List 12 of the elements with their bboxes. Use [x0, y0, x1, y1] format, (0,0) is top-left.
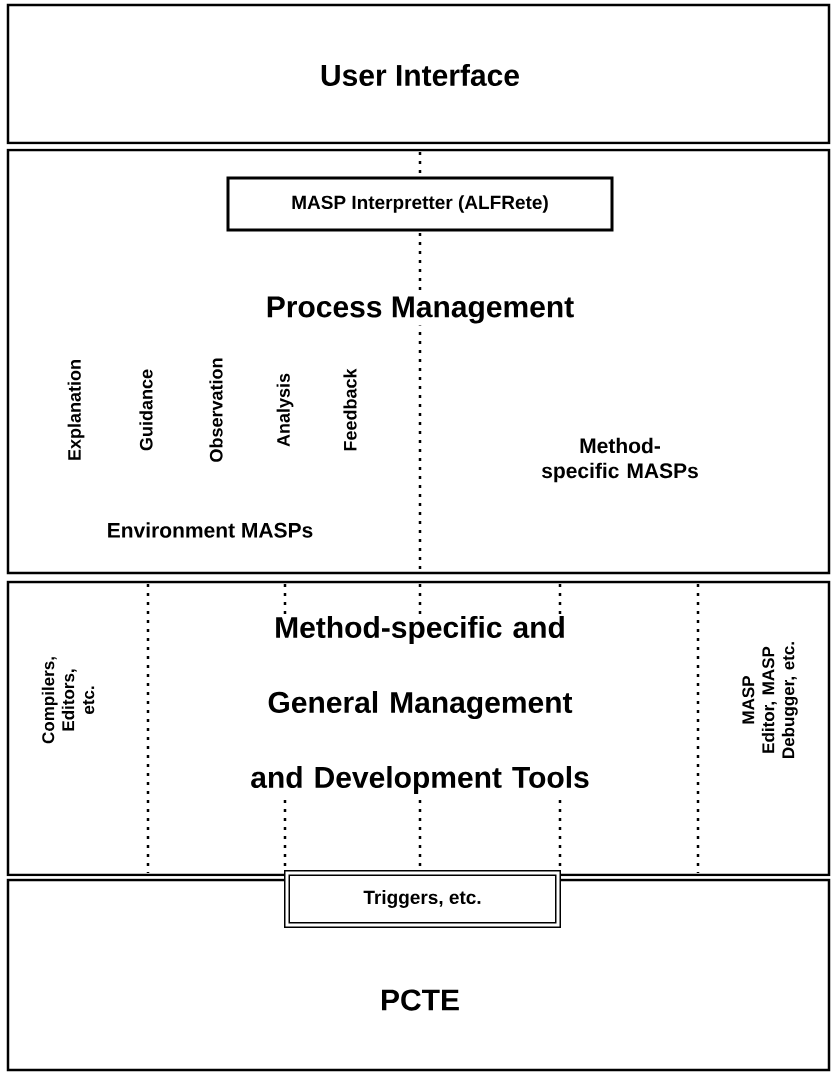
vertical-label: Feedback — [343, 368, 357, 451]
layer-band: User Interface — [6, 3, 831, 145]
vertical-label: Explanation — [67, 360, 85, 460]
vertical-label: MASP Editor, MASP Debugger, etc. — [742, 642, 798, 758]
vertical-label: Observation — [209, 358, 223, 462]
vertical-label: Guidance — [139, 369, 153, 451]
group-label: Method-specific MASPs — [541, 437, 698, 483]
interpreter-box: MASP Interpretter (ALFRete) — [226, 176, 614, 232]
vertical-label: Compilers, Editors, etc. — [41, 657, 95, 744]
triggers-box: Triggers, etc. — [284, 870, 561, 928]
group-label: Environment MASPs — [108, 522, 313, 538]
vertical-label: Analysis — [276, 373, 294, 447]
